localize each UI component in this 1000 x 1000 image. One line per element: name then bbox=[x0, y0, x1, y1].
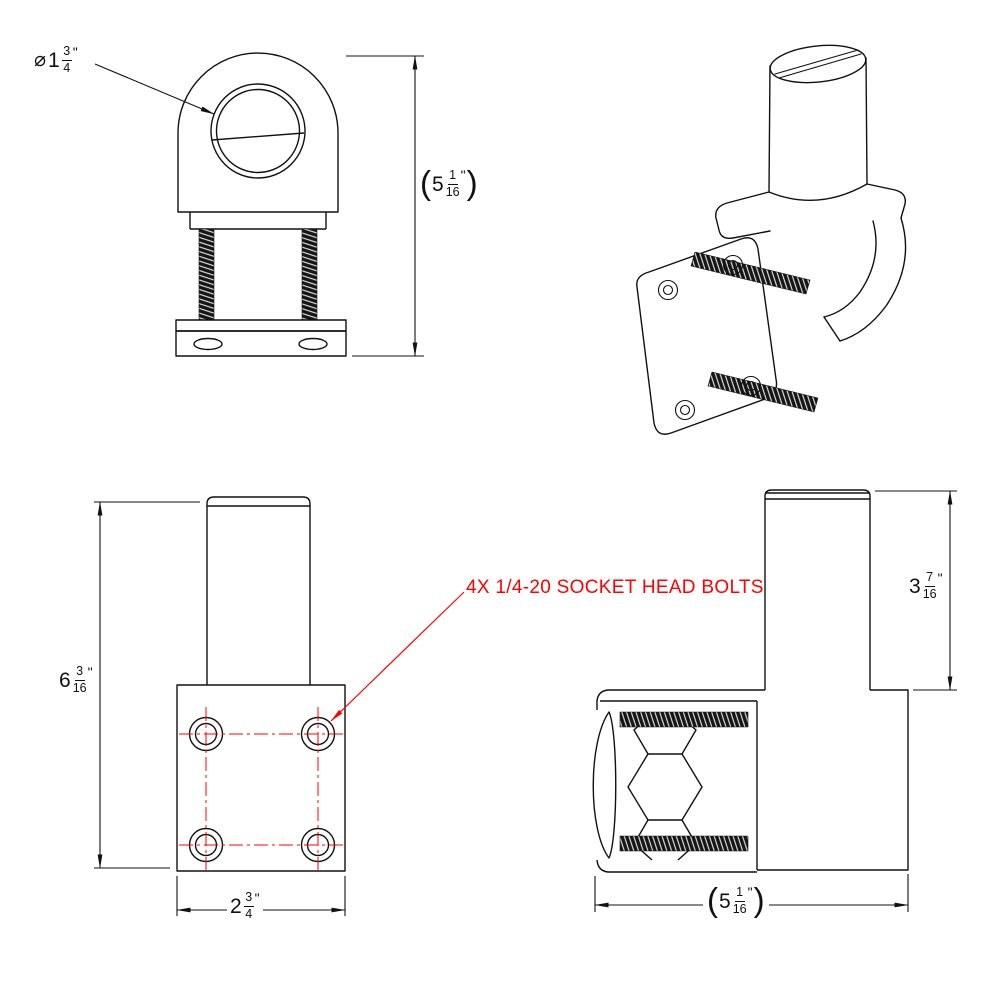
fraction-denominator: 16 bbox=[445, 185, 460, 199]
fraction-numerator: 1 bbox=[734, 885, 745, 902]
fraction-denominator: 16 bbox=[72, 680, 87, 695]
iso-slot-lines bbox=[774, 49, 862, 79]
dim-plate-width: 2 3 4 " bbox=[227, 890, 263, 923]
iso-stud-upper bbox=[690, 251, 811, 295]
iso-socket-bolts bbox=[657, 254, 762, 421]
dim-whole: 2 bbox=[230, 894, 242, 918]
front-view-part bbox=[175, 52, 347, 357]
dim-side-overall-width: ( 5 1 16 " ) bbox=[703, 881, 769, 919]
dim-fraction: 3 16 bbox=[72, 664, 87, 696]
iso-stud-lower bbox=[707, 371, 819, 413]
iso-bracket-left bbox=[715, 191, 771, 240]
dim-fraction: 3 4 bbox=[243, 890, 254, 922]
clevis-outline bbox=[177, 52, 339, 213]
dim-left-overall-height: 6 3 16 " bbox=[56, 664, 96, 697]
fraction-denominator: 16 bbox=[922, 586, 937, 601]
front-view-dimensions bbox=[94, 55, 424, 357]
mount-plate bbox=[176, 684, 346, 872]
bracket-top-arm bbox=[596, 689, 765, 710]
fraction-denominator: 16 bbox=[732, 902, 747, 916]
inch-mark: " bbox=[460, 167, 466, 183]
dim-front-overall-height: ( 5 1 16 " ) bbox=[416, 164, 482, 202]
pipe-slot-line bbox=[211, 132, 305, 141]
inch-mark: " bbox=[937, 570, 943, 586]
dim-whole: 5 bbox=[432, 173, 444, 196]
iso-cylinder-top bbox=[769, 44, 867, 84]
dim-whole: 5 bbox=[719, 890, 731, 913]
paren-close: ) bbox=[466, 164, 478, 201]
dim-whole: 1 bbox=[48, 48, 60, 72]
fraction-denominator: 4 bbox=[63, 60, 71, 75]
dim-fraction: 3 4 bbox=[61, 44, 72, 76]
paren-open: ( bbox=[420, 164, 431, 201]
elevation-view-part bbox=[176, 496, 346, 872]
dim-fraction: 1 16 bbox=[732, 885, 747, 917]
elevation-view-dimensions bbox=[94, 501, 346, 916]
dim-whole: 6 bbox=[59, 668, 71, 692]
iso-hook-inner bbox=[823, 220, 877, 318]
bolt-symbols bbox=[188, 716, 336, 863]
iso-bracket-right bbox=[866, 183, 906, 219]
tube-outline bbox=[764, 489, 871, 690]
clamp-jaw-crescent bbox=[592, 711, 617, 859]
inch-mark: " bbox=[747, 884, 753, 900]
inch-mark: " bbox=[87, 664, 93, 680]
clamp-stud-upper bbox=[619, 711, 749, 728]
fraction-denominator: 4 bbox=[245, 906, 253, 921]
bracket-outline bbox=[757, 689, 909, 871]
iso-cylinder-bottom bbox=[768, 183, 868, 201]
iso-cylinder-sides bbox=[768, 57, 868, 193]
fraction-numerator: 3 bbox=[243, 890, 254, 907]
base-plate-lower bbox=[175, 330, 347, 357]
dim-fraction: 1 16 bbox=[445, 168, 460, 200]
dim-whole: 3 bbox=[909, 574, 921, 598]
iso-hook-end bbox=[823, 316, 841, 342]
stud-left bbox=[198, 228, 215, 321]
paren-open: ( bbox=[707, 881, 718, 918]
bore-outer-circle bbox=[210, 83, 306, 179]
tube-outline bbox=[206, 496, 311, 685]
base-slot-left bbox=[193, 337, 223, 351]
callout-leader-line bbox=[330, 591, 465, 722]
diameter-leader-line bbox=[94, 63, 215, 115]
socket-head-bolts-callout: 4X 1/4-20 SOCKET HEAD BOLTS bbox=[466, 577, 764, 599]
clamp-stud-lower bbox=[619, 835, 749, 852]
inch-mark: " bbox=[254, 890, 260, 906]
iso-hook-outer bbox=[839, 217, 907, 342]
dim-tube-height: 3 7 16 " bbox=[906, 570, 946, 603]
side-view-part bbox=[592, 489, 909, 873]
fraction-numerator: 3 bbox=[61, 44, 72, 61]
base-plate-upper bbox=[175, 319, 347, 332]
dim-hole-diameter: ⌀ 1 3 4 " bbox=[31, 44, 81, 77]
fraction-numerator: 7 bbox=[924, 570, 935, 587]
bore-inner-circle bbox=[215, 88, 301, 174]
side-view-dimensions bbox=[594, 490, 957, 912]
dim-fraction: 7 16 bbox=[922, 570, 937, 602]
isometric-view bbox=[636, 44, 907, 435]
neck-lines bbox=[189, 212, 327, 230]
inch-mark: " bbox=[72, 44, 78, 60]
paren-close: ) bbox=[753, 881, 765, 918]
clamp-bottom-corner bbox=[596, 859, 757, 873]
fraction-numerator: 1 bbox=[447, 168, 458, 185]
stud-right bbox=[301, 228, 318, 321]
diameter-symbol: ⌀ bbox=[34, 49, 47, 72]
fraction-numerator: 3 bbox=[74, 664, 85, 681]
base-slot-right bbox=[298, 337, 328, 351]
clamp-hex-opening bbox=[627, 753, 703, 821]
bolt-centerlines bbox=[179, 707, 344, 870]
